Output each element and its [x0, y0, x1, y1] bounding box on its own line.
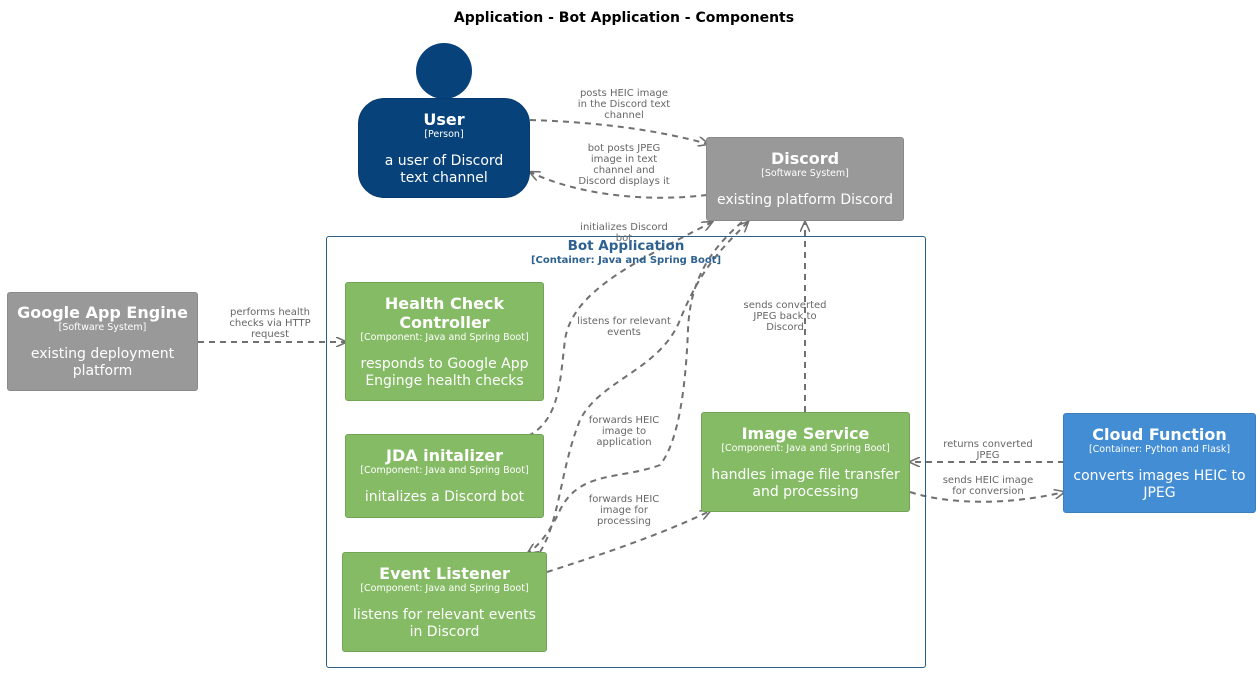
gae-name: Google App Engine [17, 303, 188, 322]
edge-image-to-cloud [909, 492, 1064, 503]
image-desc: handles image file transfer and processi… [711, 466, 900, 500]
boundary-type: [Container: Java and Spring Boot] [530, 255, 722, 266]
user-desc: a user of Discord text channel [384, 152, 504, 186]
edge-discord-to-listener [528, 221, 743, 553]
discord-name: Discord [770, 149, 840, 168]
image-name: Image Service [741, 423, 870, 443]
label-image-to-discord: sends converted JPEG back to Discord [743, 300, 827, 333]
boundary-name: Bot Application [567, 238, 685, 254]
cloud-function-node[interactable]: Cloud Function [Container: Python and Fl… [1063, 413, 1256, 513]
label-discord-to-listener: forwards HEIC image to application [588, 415, 660, 448]
cloud-desc: converts images HEIC to JPEG [1073, 467, 1246, 501]
google-app-engine-node[interactable]: Google App Engine [Software System] exis… [7, 292, 198, 391]
user-person-node[interactable]: User [Person] a user of Discord text cha… [358, 98, 530, 198]
user-type: [Person] [424, 128, 464, 140]
bot-application-boundary: Bot Application [Container: Java and Spr… [326, 236, 926, 668]
gae-type: [Software System] [58, 322, 147, 333]
image-type: [Component: Java and Spring Boot] [721, 442, 890, 454]
jda-name: JDA initalizer [385, 446, 503, 465]
label-image-to-cloud: sends HEIC image for conversion [942, 475, 1034, 497]
image-service-node[interactable]: Image Service [Component: Java and Sprin… [701, 412, 910, 512]
edge-listener-to-discord [539, 222, 748, 553]
label-gae-to-health: performs health checks via HTTP request [229, 307, 311, 340]
listener-desc: listens for relevant events in Discord [353, 606, 536, 640]
label-jda-to-discord: initializes Discord bot [580, 222, 668, 244]
gae-desc: existing deployment platform [30, 346, 175, 379]
edge-jda-to-discord [527, 222, 712, 437]
health-type: [Component: Java and Spring Boot] [360, 331, 529, 343]
health-desc: responds to Google App Enginge health ch… [360, 355, 529, 389]
diagram-title: Application - Bot Application - Componen… [453, 10, 795, 26]
health-name: Health Check Controller [384, 293, 505, 332]
edge-discord-to-user [530, 172, 708, 199]
health-check-controller-node[interactable]: Health Check Controller [Component: Java… [345, 282, 544, 401]
listener-type: [Component: Java and Spring Boot] [360, 582, 529, 594]
edge-listener-to-image [546, 511, 710, 573]
jda-type: [Component: Java and Spring Boot] [360, 465, 529, 476]
cloud-type: [Container: Python and Flask] [1088, 443, 1231, 455]
label-listener-to-discord: listens for relevant events [577, 316, 671, 338]
label-listener-to-image: forwards HEIC image for processing [588, 494, 660, 527]
label-user-to-discord: posts HEIC image in the Discord text cha… [577, 88, 671, 121]
user-name: User [423, 109, 465, 129]
user-person-head-icon [416, 43, 472, 99]
discord-type: [Software System] [761, 168, 849, 179]
jda-initializer-node[interactable]: JDA initalizer [Component: Java and Spri… [345, 434, 544, 518]
discord-desc: existing platform Discord [717, 192, 893, 208]
edge-user-to-discord [529, 119, 708, 144]
event-listener-node[interactable]: Event Listener [Component: Java and Spri… [342, 552, 547, 652]
label-cloud-to-image: returns converted JPEG [943, 439, 1033, 461]
cloud-name: Cloud Function [1092, 424, 1227, 444]
listener-name: Event Listener [379, 563, 510, 583]
discord-system-node[interactable]: Discord [Software System] existing platf… [706, 137, 904, 221]
label-discord-to-user: bot posts JPEG image in text channel and… [578, 143, 670, 187]
jda-desc: initalizes a Discord bot [364, 489, 525, 505]
